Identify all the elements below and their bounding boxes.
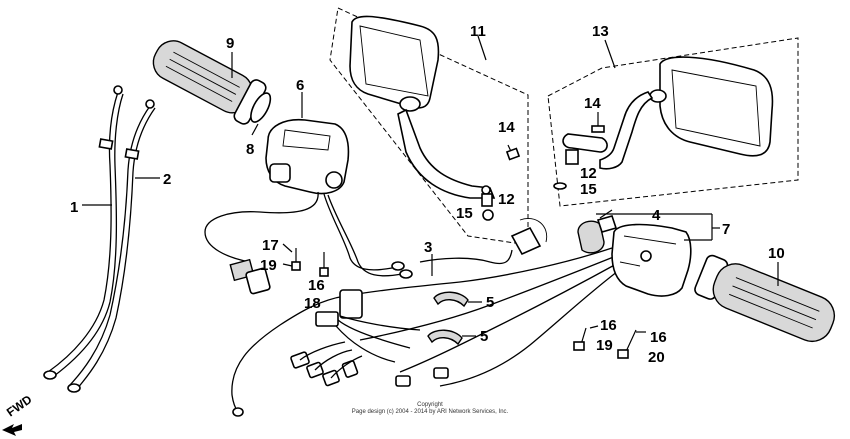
label-16c: 16	[650, 329, 667, 346]
label-16a: 16	[308, 277, 325, 294]
label-4: 4	[652, 207, 661, 224]
label-16b: 16	[600, 317, 617, 334]
right-mirror	[547, 37, 799, 207]
copyright-line-1: Copyright	[417, 402, 443, 408]
cable-clamps	[427, 291, 482, 346]
label-1: 1	[70, 199, 78, 216]
left-mirror	[329, 7, 529, 246]
label-15a: 15	[456, 205, 473, 222]
right-bolts	[573, 325, 646, 359]
label-15b: 15	[580, 181, 597, 198]
label-19a: 19	[260, 257, 277, 274]
label-8: 8	[246, 141, 254, 158]
label-17: 17	[262, 237, 279, 254]
label-18: 18	[304, 295, 321, 312]
label-12a: 12	[498, 191, 515, 208]
copyright-notice: Copyright Page design (c) 2004 - 2014 by…	[335, 402, 525, 416]
label-6: 6	[296, 77, 304, 94]
right-switch-housing	[577, 209, 720, 297]
copyright-line-2: Page design (c) 2004 - 2014 by ARI Netwo…	[351, 409, 509, 415]
connector-cluster	[290, 289, 449, 387]
label-20: 20	[648, 349, 665, 366]
callout-labels: 1 2 3 4 5 5 6 7 8 9 10 11 12 12 13 14 14…	[70, 23, 785, 366]
label-12b: 12	[580, 165, 597, 182]
forward-arrow-icon	[2, 424, 22, 436]
label-10: 10	[768, 245, 785, 262]
label-5a: 5	[486, 294, 494, 311]
label-3: 3	[424, 239, 432, 256]
label-14a: 14	[498, 119, 515, 136]
label-14b: 14	[584, 95, 601, 112]
label-7: 7	[722, 221, 730, 238]
label-19b: 19	[596, 337, 613, 354]
label-9: 9	[226, 35, 234, 52]
label-2: 2	[163, 171, 171, 188]
left-bolts	[282, 243, 329, 277]
main-harness	[231, 218, 623, 417]
label-13: 13	[592, 23, 609, 40]
label-11: 11	[470, 23, 486, 40]
throttle-cables	[43, 85, 160, 393]
right-grip	[694, 254, 836, 343]
left-grip	[152, 40, 272, 125]
leader-8	[251, 123, 259, 136]
left-switch-wiring	[204, 191, 413, 295]
left-switch-housing	[265, 92, 350, 195]
label-5b: 5	[480, 328, 488, 345]
